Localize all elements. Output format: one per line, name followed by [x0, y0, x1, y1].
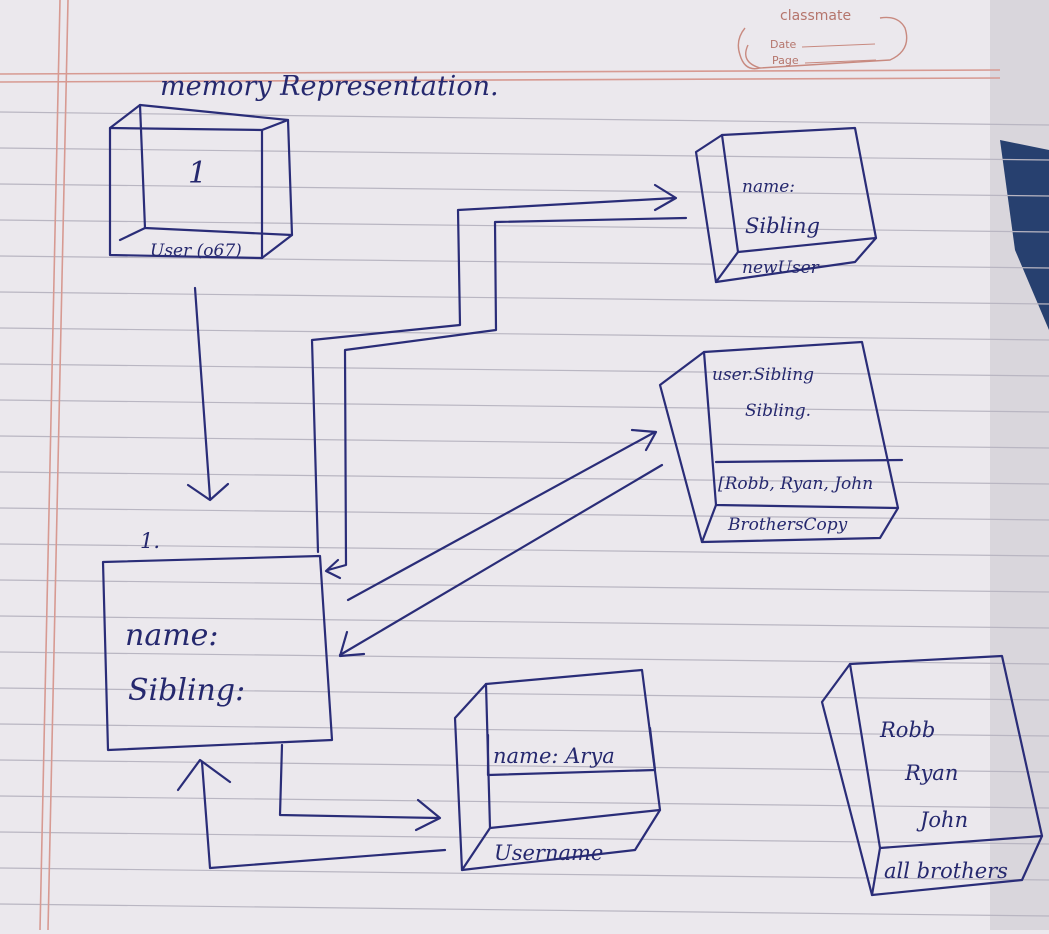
brothers-copy-box: user.Sibling Sibling. [Robb, Ryan, John …	[658, 340, 904, 544]
username-label: Username	[494, 841, 603, 865]
main-object-name-field: name:	[125, 618, 219, 653]
brothers-copy-line2: Sibling.	[745, 401, 811, 421]
arrow-main-to-newuser	[310, 183, 678, 554]
blue-object-corner	[1000, 140, 1049, 330]
page-title: memory Representation.	[160, 71, 499, 102]
all-brothers-item-3: John	[916, 808, 968, 832]
brothers-copy-label: BrothersCopy	[727, 515, 848, 535]
brothers-copy-array: [Robb, Ryan, John	[718, 474, 873, 494]
main-object-number: 1.	[140, 529, 160, 553]
down-arrow	[186, 286, 230, 502]
brand-text: classmate	[780, 8, 851, 24]
main-object-sibling-field: Sibling:	[128, 673, 245, 708]
new-user-label: newUser	[742, 258, 820, 278]
user-reference-label: User (o67)	[150, 241, 242, 261]
main-object-box: 1. name: Sibling:	[101, 529, 334, 752]
margin-lines	[0, 0, 1001, 931]
user-reference-box: 1 User (o67)	[108, 103, 294, 261]
username-box: name: Arya Username	[453, 668, 662, 872]
all-brothers-item-2: Ryan	[904, 761, 958, 785]
new-user-sibling-field: Sibling	[745, 214, 820, 238]
all-brothers-item-1: Robb	[879, 718, 935, 742]
date-label: Date	[770, 38, 797, 51]
all-brothers-label: all brothers	[884, 859, 1008, 883]
classmate-stamp: classmate Date Page	[737, 8, 908, 70]
brothers-copy-line1: user.Sibling	[712, 365, 814, 385]
arrow-newuser-to-main	[324, 216, 688, 580]
new-user-name-field: name:	[742, 177, 795, 197]
new-user-box: name: Sibling newUser	[694, 126, 878, 284]
arrow-main-to-brothers-copy	[346, 428, 658, 602]
page-label: Page	[772, 54, 799, 67]
arrow-brothers-copy-to-main	[338, 463, 664, 658]
page-edge-shadow	[990, 0, 1049, 930]
arrow-main-to-username	[278, 743, 442, 832]
all-brothers-box: Robb Ryan John all brothers	[820, 654, 1044, 897]
username-value: name: Arya	[493, 744, 615, 768]
user-reference-value: 1	[188, 156, 207, 191]
arrow-username-to-main	[176, 758, 447, 870]
